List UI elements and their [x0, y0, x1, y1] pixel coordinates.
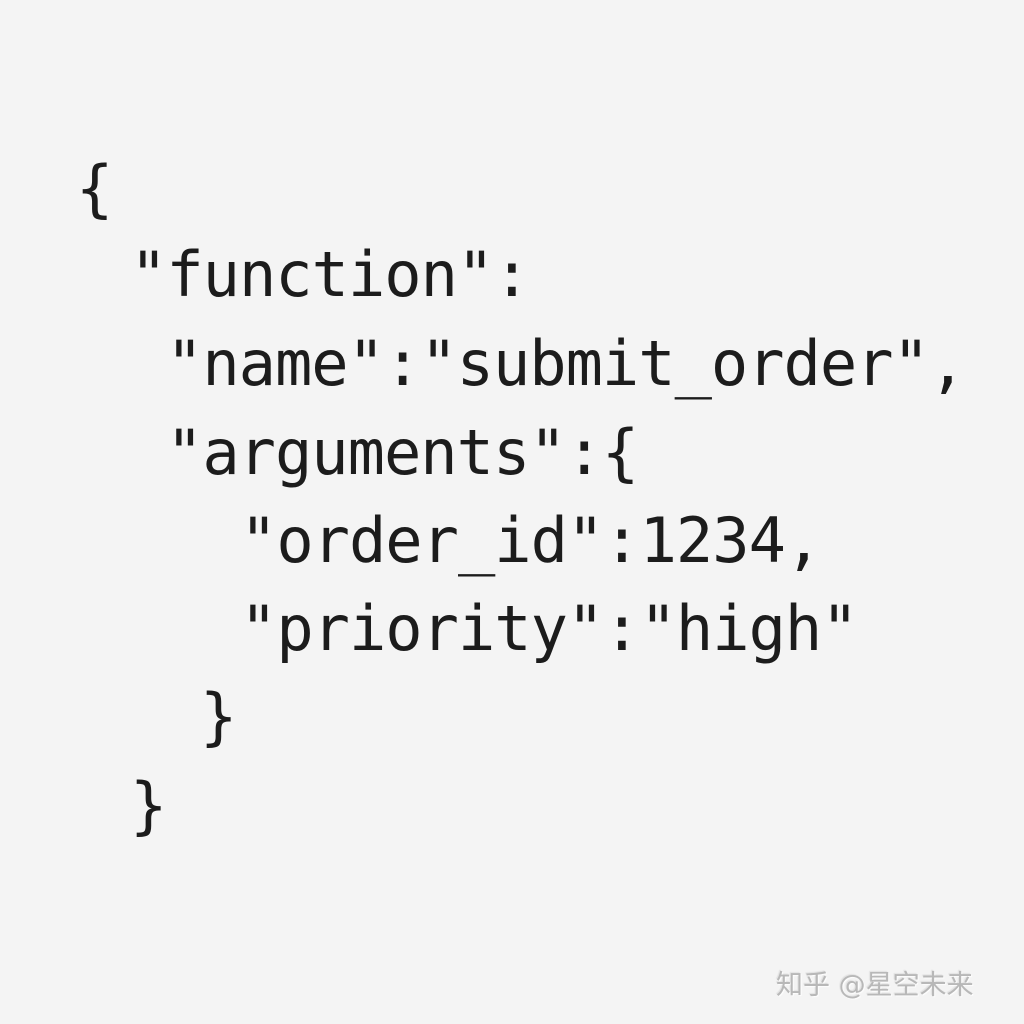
- code-line-close-brace: }: [130, 769, 167, 842]
- code-line-priority: "priority":"high": [240, 592, 859, 665]
- code-line-function-key: "function":: [130, 238, 531, 311]
- code-line-arguments: "arguments":{: [166, 416, 639, 489]
- code-line-order-id: "order_id":1234,: [240, 504, 822, 577]
- watermark: 知乎 @星空未来: [776, 970, 974, 1001]
- code-line-name: "name":"submit_order",: [166, 327, 966, 400]
- code-line-open-brace: {: [76, 152, 113, 225]
- code-line-close-arguments-brace: }: [200, 680, 237, 753]
